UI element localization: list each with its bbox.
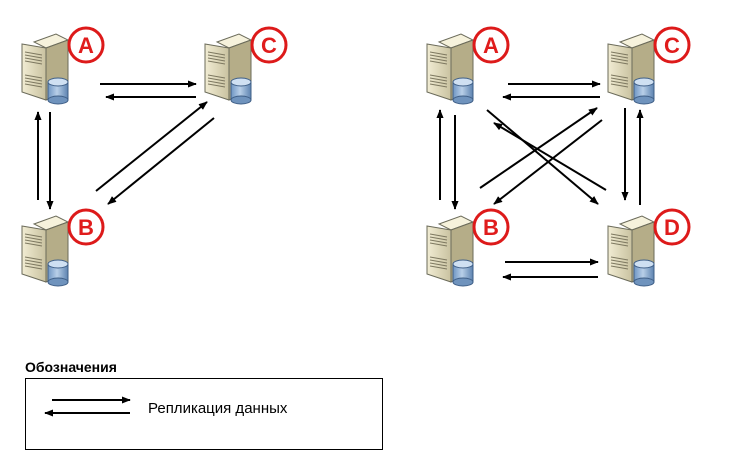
replication-link-a-b: [34, 111, 54, 210]
server-c-icon: C: [204, 26, 288, 105]
node-label: D: [664, 215, 680, 240]
server-d-icon: D: [607, 208, 691, 287]
replication-link-a-c: [502, 80, 601, 101]
node-badge-a: A: [67, 26, 105, 64]
replication-arrow: [486, 109, 599, 205]
node-label: B: [78, 215, 94, 240]
replication-link-b-d: [502, 258, 599, 281]
diagram-1: A C B: [21, 26, 288, 287]
node-badge-a: A: [472, 26, 510, 64]
replication-link-a-b: [436, 109, 459, 210]
replication-link-a-c: [100, 80, 197, 101]
node-badge-b: B: [67, 208, 105, 246]
node-badge-c: C: [250, 26, 288, 64]
server-a-icon: A: [21, 26, 105, 105]
diagram-2: A C B D: [426, 26, 691, 287]
node-badge-d: D: [653, 208, 691, 246]
server-a-icon: A: [426, 26, 510, 105]
legend-item-label: Репликация данных: [148, 400, 288, 417]
replication-link-a-d: [486, 109, 607, 205]
server-b-icon: B: [21, 208, 105, 287]
replication-link-c-d: [621, 108, 644, 205]
replication-arrow: [95, 101, 208, 192]
diagram-1-links: [34, 80, 215, 210]
node-label: C: [664, 33, 680, 58]
legend-box: [25, 378, 383, 450]
node-label: A: [78, 33, 94, 58]
server-c-icon: C: [607, 26, 691, 105]
diagram-2-links: [436, 80, 644, 281]
replication-link-b-c: [95, 101, 215, 205]
node-badge-c: C: [653, 26, 691, 64]
replication-arrow: [107, 117, 215, 205]
legend-double-arrow-icon: [44, 396, 131, 417]
node-label: B: [483, 215, 499, 240]
replication-arrow: [479, 107, 598, 189]
replication-arrow: [493, 122, 607, 191]
node-label: C: [261, 33, 277, 58]
node-badge-b: B: [472, 208, 510, 246]
server-b-icon: B: [426, 208, 510, 287]
replication-link-b-c: [479, 107, 603, 205]
legend-title: Обозначения: [25, 359, 117, 375]
node-label: A: [483, 33, 499, 58]
replication-arrow: [493, 119, 603, 205]
